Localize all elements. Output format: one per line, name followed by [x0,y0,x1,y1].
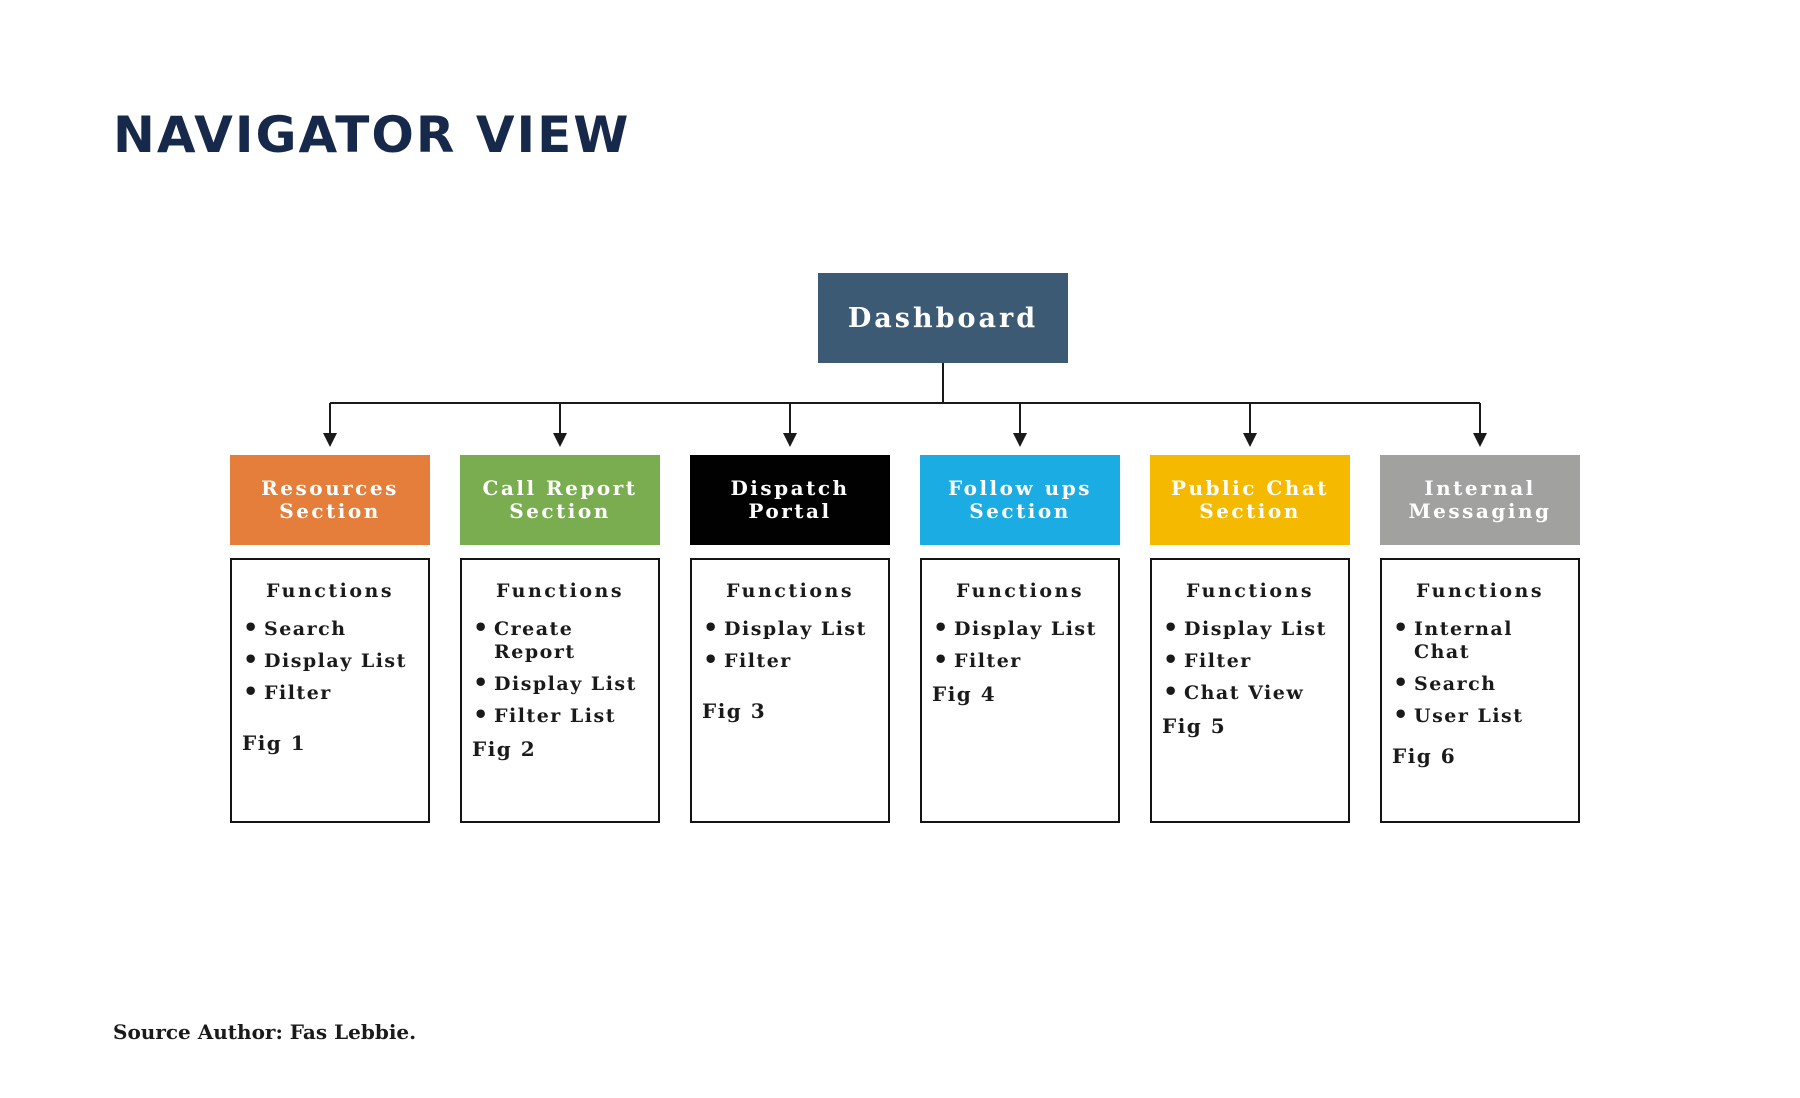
section-title-line: Section [1199,499,1301,523]
functions-heading: Functions [725,580,855,602]
section-header: Public Chat Section [1150,455,1350,545]
functions-panel: Functions Display ListFilter Fig 4 [920,558,1120,823]
functions-panel: Functions Create ReportDisplay ListFilte… [460,558,660,823]
fig-label: Fig 4 [932,682,997,706]
function-item: Display List [930,616,1114,641]
section-title-line: Messaging [1408,499,1552,523]
function-item: Create Report [470,616,654,664]
function-item: User List [1390,703,1574,728]
functions-panel: Functions Display ListFilterChat View Fi… [1150,558,1350,823]
section-title-line: Section [969,499,1071,523]
section-title-line: Follow ups [948,476,1092,500]
source-credit: Source Author: Fas Lebbie. [113,1020,417,1044]
function-item: Display List [240,648,424,673]
section-group-dispatch: Dispatch Portal Functions Display ListFi… [690,455,890,823]
functions-heading: Functions [1415,580,1545,602]
section-title-line: Dispatch [730,476,850,500]
function-item: Search [1390,671,1574,696]
functions-panel: Functions SearchDisplay ListFilter Fig 1 [230,558,430,823]
function-item: Display List [1160,616,1344,641]
functions-list: SearchDisplay ListFilter [232,616,428,705]
section-title-line: Resources [261,476,399,500]
function-item: Display List [700,616,884,641]
function-item: Display List [470,671,654,696]
section-title-line: Section [279,499,381,523]
dashboard-node: Dashboard [818,273,1068,363]
section-header: Dispatch Portal [690,455,890,545]
function-item: Filter [930,648,1114,673]
page-title: NAVIGATOR VIEW [113,106,631,164]
fig-label: Fig 5 [1162,714,1227,738]
functions-heading: Functions [265,580,395,602]
functions-list: Internal ChatSearchUser List [1382,616,1578,728]
section-title-line: Public Chat [1170,476,1330,500]
section-header: Resources Section [230,455,430,545]
section-group-internal-messaging: Internal Messaging Functions Internal Ch… [1380,455,1580,823]
fig-label: Fig 6 [1392,744,1457,768]
function-item: Filter List [470,703,654,728]
functions-heading: Functions [955,580,1085,602]
section-title-line: Section [509,499,611,523]
section-group-follow-ups: Follow ups Section Functions Display Lis… [920,455,1120,823]
section-header: Follow ups Section [920,455,1120,545]
function-item: Search [240,616,424,641]
function-item: Internal Chat [1390,616,1574,664]
functions-panel: Functions Internal ChatSearchUser List F… [1380,558,1580,823]
section-group-public-chat: Public Chat Section Functions Display Li… [1150,455,1350,823]
section-header: Internal Messaging [1380,455,1580,545]
function-item: Chat View [1160,680,1344,705]
section-group-call-report: Call Report Section Functions Create Rep… [460,455,660,823]
section-header: Call Report Section [460,455,660,545]
functions-list: Display ListFilterChat View [1152,616,1348,705]
functions-list: Display ListFilter [692,616,888,673]
functions-panel: Functions Display ListFilter Fig 3 [690,558,890,823]
function-item: Filter [700,648,884,673]
section-group-resources: Resources Section Functions SearchDispla… [230,455,430,823]
functions-list: Create ReportDisplay ListFilter List [462,616,658,728]
functions-list: Display ListFilter [922,616,1118,673]
dashboard-label: Dashboard [847,302,1039,334]
fig-label: Fig 1 [242,731,307,755]
functions-heading: Functions [495,580,625,602]
section-title-line: Portal [748,499,832,523]
function-item: Filter [240,680,424,705]
section-title-line: Internal [1424,476,1536,500]
function-item: Filter [1160,648,1344,673]
section-title-line: Call Report [482,476,638,500]
fig-label: Fig 3 [702,699,767,723]
functions-heading: Functions [1185,580,1315,602]
fig-label: Fig 2 [472,737,537,761]
